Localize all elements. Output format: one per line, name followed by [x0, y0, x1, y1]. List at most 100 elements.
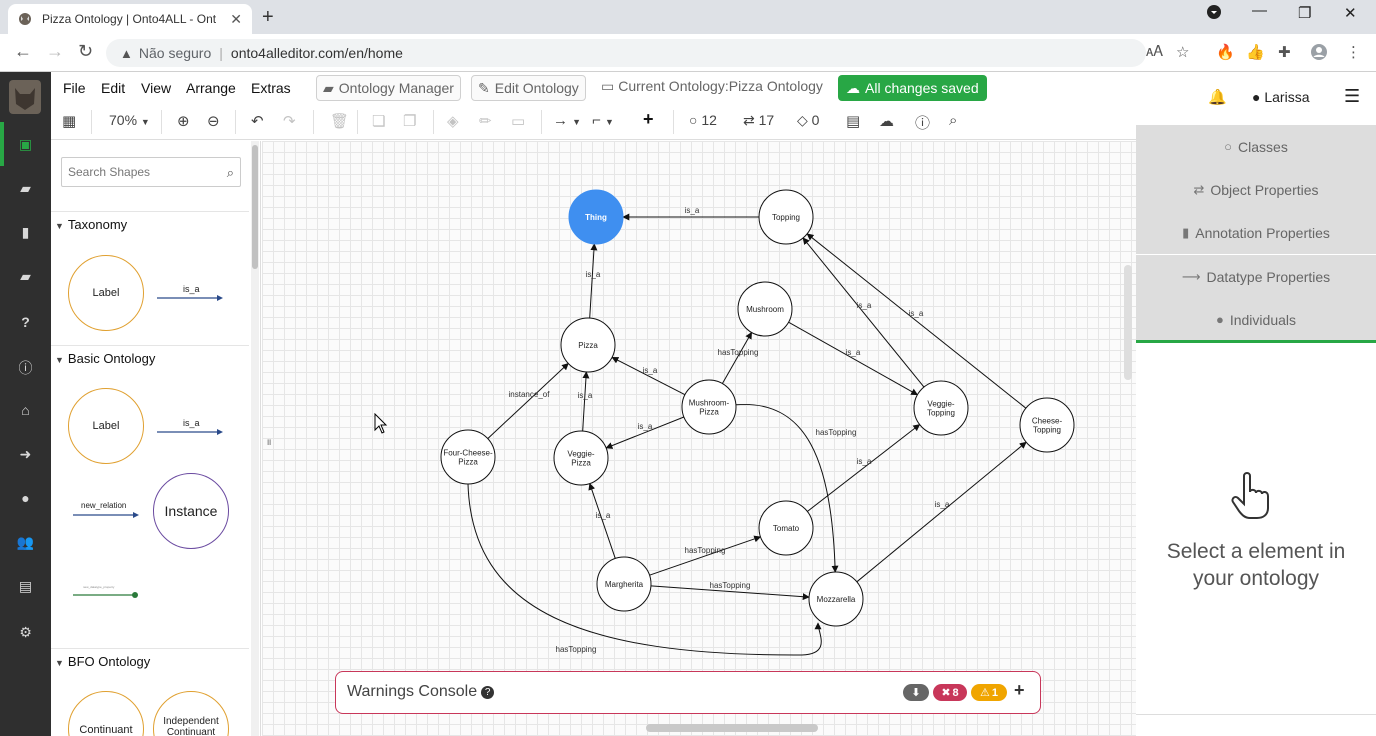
node-thing[interactable]: Thing: [568, 189, 624, 245]
section-basic-ontology[interactable]: ▼Basic Ontology: [51, 345, 249, 369]
warnings-console[interactable]: Warnings Console? ⬇ ✖ 8 ⚠ 1 +: [335, 671, 1041, 714]
shapes-scrollbar-thumb[interactable]: [252, 145, 258, 269]
profile-dropdown-icon[interactable]: [1206, 4, 1222, 24]
rp-datatype-properties[interactable]: ⟶Datatype Properties: [1136, 255, 1376, 298]
rp-object-properties[interactable]: ⇄Object Properties: [1136, 168, 1376, 211]
canvas-horizontal-scrollbar[interactable]: [646, 724, 818, 732]
node-circle[interactable]: [440, 429, 496, 485]
arrow-right-icon[interactable]: ➜: [19, 446, 32, 462]
edge-margherita-has-topping-mozzarella[interactable]: [650, 585, 810, 601]
node-topping[interactable]: Topping: [758, 189, 814, 245]
taxonomy-is-a-edge-shape[interactable]: is_a: [157, 284, 223, 301]
ontology-editor-icon[interactable]: ▣: [18, 136, 33, 152]
edge-four-cheese-instance-of-pizza[interactable]: [487, 362, 569, 439]
node-circle[interactable]: [553, 430, 609, 486]
menu-file[interactable]: File: [63, 80, 86, 96]
security-warning-icon[interactable]: ▲: [120, 45, 133, 61]
help-icon[interactable]: ?: [481, 686, 495, 699]
edge-mushroom-pizza-is-a-pizza[interactable]: [611, 356, 686, 396]
menu-arrange[interactable]: Arrange: [186, 80, 236, 96]
zoom-in-icon[interactable]: ⊕: [177, 113, 190, 130]
edge-veggie-pizza-is-a-pizza[interactable]: [582, 371, 590, 432]
individuals-counter[interactable]: ◇ 0: [797, 112, 820, 128]
document-icon[interactable]: ▤: [846, 113, 861, 130]
node-margherita[interactable]: Margherita: [596, 556, 652, 612]
edge-cheese-topping-is-a-topping[interactable]: [806, 233, 1027, 409]
relations-counter[interactable]: ⇄ 17: [743, 112, 775, 128]
folder-open-icon[interactable]: ▰: [20, 180, 31, 196]
menu-edit[interactable]: Edit: [101, 80, 126, 96]
hamburger-menu-icon[interactable]: ☰: [1344, 86, 1361, 106]
errors-badge[interactable]: ✖ 8: [933, 684, 967, 701]
zoom-out-icon[interactable]: ⊖: [207, 113, 220, 130]
help-question-icon[interactable]: ?: [21, 314, 30, 330]
close-window-icon[interactable]: ✕: [1344, 5, 1357, 22]
bfo-continuant-shape[interactable]: Continuant: [68, 691, 144, 736]
search-icon[interactable]: ⌕: [949, 112, 958, 129]
edge-mushroom-pizza-has-topping-mushroom[interactable]: [721, 331, 753, 384]
insert-plus-icon[interactable]: +: [643, 109, 654, 129]
warnings-badge[interactable]: ⚠ 1: [971, 684, 1007, 701]
info-icon[interactable]: ⓘ: [18, 360, 33, 376]
bfo-independent-continuant-shape[interactable]: Independent Continuant: [153, 691, 229, 736]
node-circle[interactable]: [568, 189, 624, 245]
node-pizza[interactable]: Pizza: [560, 317, 616, 373]
extension-fire-icon[interactable]: 🔥: [1216, 44, 1235, 61]
forward-icon[interactable]: →: [46, 41, 64, 61]
book-icon[interactable]: ▮: [21, 224, 30, 240]
node-mushroom[interactable]: Mushroom: [737, 281, 793, 337]
connection-style-icon[interactable]: → ▼: [553, 112, 582, 129]
bookmark-star-icon[interactable]: ☆: [1176, 44, 1190, 61]
rp-individuals[interactable]: ●Individuals: [1136, 298, 1376, 341]
node-veggie-pizza[interactable]: Veggie-Pizza: [553, 430, 609, 486]
format-panel-icon[interactable]: ▦: [62, 113, 77, 130]
basic-is-a-edge-shape[interactable]: is_a: [157, 418, 223, 435]
download-console-icon[interactable]: ⬇: [903, 684, 929, 701]
node-circle[interactable]: [596, 556, 652, 612]
node-circle[interactable]: [913, 380, 969, 436]
notification-bell-icon[interactable]: 🔔: [1208, 89, 1227, 106]
edge-veggie-topping-is-a-topping[interactable]: [802, 237, 925, 388]
edge-mozzarella-is-a-cheese-topping[interactable]: [856, 441, 1027, 583]
translate-nav-icon[interactable]: ▤: [18, 578, 33, 594]
url-omnibox[interactable]: ▲ Não seguro | onto4alleditor.com/en/hom…: [106, 39, 1146, 67]
shapes-panel-scrollbar[interactable]: [251, 141, 259, 736]
new-tab-button[interactable]: +: [262, 6, 274, 28]
edge-mushroom-pizza-is-a-veggie-pizza[interactable]: [605, 416, 685, 449]
node-mushroom-pizza[interactable]: Mushroom-Pizza: [681, 379, 737, 435]
node-circle[interactable]: [560, 317, 616, 373]
edit-ontology-button[interactable]: ✎ Edit Ontology: [471, 75, 586, 101]
circle-icon[interactable]: ●: [21, 490, 30, 506]
section-taxonomy[interactable]: ▼Taxonomy: [51, 211, 249, 235]
minimize-icon[interactable]: —: [1252, 2, 1267, 19]
search-icon[interactable]: ⌕: [226, 165, 234, 180]
node-circle[interactable]: [737, 281, 793, 337]
translate-icon[interactable]: 🗚: [1146, 43, 1163, 60]
browser-menu-icon[interactable]: ⋮: [1346, 44, 1361, 61]
reload-icon[interactable]: ↻: [78, 41, 94, 61]
section-bfo-ontology[interactable]: ▼BFO Ontology: [51, 648, 249, 672]
extensions-puzzle-icon[interactable]: ✚: [1278, 44, 1291, 61]
onto4all-logo[interactable]: [9, 80, 41, 114]
settings-gear-icon[interactable]: ⚙: [19, 624, 32, 640]
to-back-icon[interactable]: ❐: [403, 113, 417, 130]
node-cheese-topping[interactable]: Cheese-Topping: [1019, 397, 1075, 453]
menu-view[interactable]: View: [141, 80, 172, 96]
panel-resize-handle[interactable]: ॥: [266, 437, 272, 447]
classes-counter[interactable]: ○ 12: [689, 112, 717, 128]
user-menu[interactable]: ● Larissa: [1252, 89, 1310, 105]
node-mozzarella[interactable]: Mozzarella: [808, 571, 864, 627]
edge-mushroom-pizza-has-topping-mozzarella[interactable]: [735, 404, 839, 573]
expand-console-plus-icon[interactable]: +: [1014, 680, 1025, 700]
node-four-cheese-pizza[interactable]: Four-Cheese-Pizza: [440, 429, 496, 485]
ontology-manager-button[interactable]: ▰ Ontology Manager: [316, 75, 461, 101]
fill-color-icon[interactable]: ◈: [447, 113, 459, 130]
canvas-vertical-scrollbar[interactable]: [1124, 265, 1132, 380]
node-tomato[interactable]: Tomato: [758, 500, 814, 556]
edge-pizza-is-a-thing[interactable]: [589, 243, 598, 319]
saved-status-button[interactable]: ☁ All changes saved: [838, 75, 987, 101]
node-circle[interactable]: [758, 500, 814, 556]
rp-annotation-properties[interactable]: ▮Annotation Properties: [1136, 211, 1376, 254]
new-relation-edge-shape[interactable]: new_relation: [73, 501, 139, 518]
